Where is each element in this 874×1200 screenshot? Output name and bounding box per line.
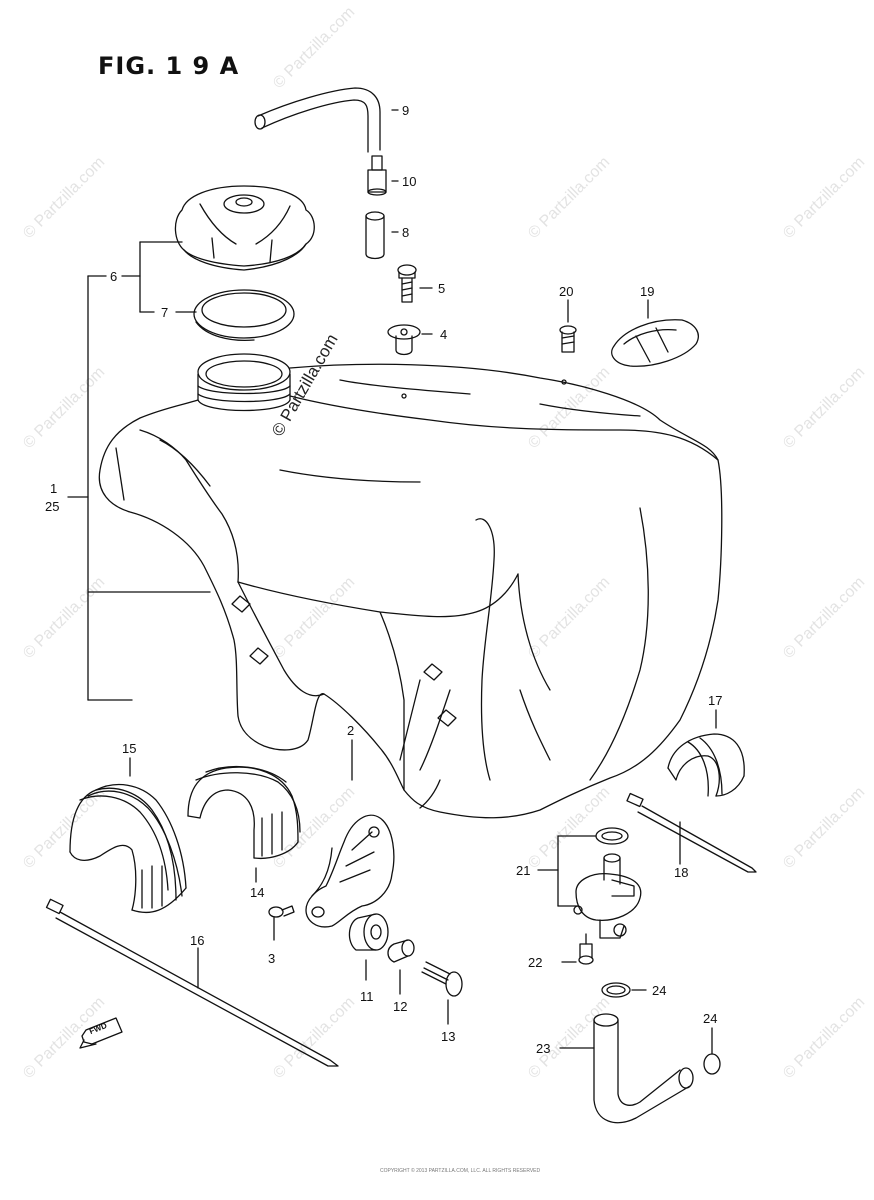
callout-20: 20 xyxy=(559,284,574,299)
callout-1: 1 xyxy=(50,481,58,496)
callout-7: 7 xyxy=(161,305,169,320)
callout-24-lower: 24 xyxy=(703,1011,718,1026)
fwd-arrow xyxy=(80,1018,122,1048)
callout-24: 24 xyxy=(652,983,667,998)
callout-19: 19 xyxy=(640,284,655,299)
tie-strap-part-18 xyxy=(627,793,756,872)
callout-5: 5 xyxy=(438,281,446,296)
callout-6: 6 xyxy=(110,269,118,284)
figure-title: FIG. 1 9 A xyxy=(98,52,240,80)
callout-25: 25 xyxy=(45,499,60,514)
fuel-hose-part-23 xyxy=(560,1014,693,1123)
callout-15: 15 xyxy=(122,741,137,756)
tie-strap-part-16 xyxy=(47,899,338,1066)
callout-23: 23 xyxy=(536,1041,551,1056)
cushion-part-17 xyxy=(668,710,744,796)
bracket-part-2 xyxy=(306,740,394,927)
breather-hose-part-9 xyxy=(255,88,398,152)
callout-2: 2 xyxy=(347,723,355,738)
callout-11: 11 xyxy=(360,989,374,1004)
callout-3: 3 xyxy=(268,951,276,966)
callout-13: 13 xyxy=(441,1029,456,1044)
filler-neck xyxy=(198,354,290,411)
copyright-footer: COPYRIGHT © 2013 PARTZILLA.COM, LLC. ALL… xyxy=(380,1168,541,1174)
screw-part-22 xyxy=(562,934,593,964)
assembly-bracket-lines xyxy=(68,242,210,700)
callout-21: 21 xyxy=(516,863,531,878)
bolt-part-13 xyxy=(422,962,462,1024)
bolt-part-3 xyxy=(269,906,294,940)
breather-valve-part-10 xyxy=(368,156,398,195)
cushion-part-19 xyxy=(612,300,699,366)
hose-clip-part-24 xyxy=(602,983,646,997)
callout-17: 17 xyxy=(708,693,723,708)
fuel-tank-part-1 xyxy=(99,364,721,817)
shroud-part-15 xyxy=(70,758,186,912)
screw-part-5 xyxy=(398,265,432,302)
callout-18: 18 xyxy=(674,865,689,880)
collar-part-12 xyxy=(388,940,414,994)
damper-part-11 xyxy=(349,914,388,980)
callout-14: 14 xyxy=(250,885,265,900)
callout-8: 8 xyxy=(402,225,410,240)
fuel-cap-part-6 xyxy=(175,186,314,270)
callout-12: 12 xyxy=(393,999,408,1014)
shroud-part-14 xyxy=(188,767,300,882)
callout-16: 16 xyxy=(190,933,205,948)
callout-4: 4 xyxy=(440,327,448,342)
cap-gasket-part-7 xyxy=(194,290,294,340)
callout-9: 9 xyxy=(402,103,410,118)
callout-10: 10 xyxy=(402,174,417,189)
bolt-part-20 xyxy=(560,300,576,352)
callout-22: 22 xyxy=(528,955,543,970)
grommet-part-4 xyxy=(388,325,432,355)
hose-clip-part-24-lower xyxy=(704,1028,720,1074)
hose-piece-part-8 xyxy=(366,212,398,259)
fuel-valve-part-21 xyxy=(538,828,641,938)
